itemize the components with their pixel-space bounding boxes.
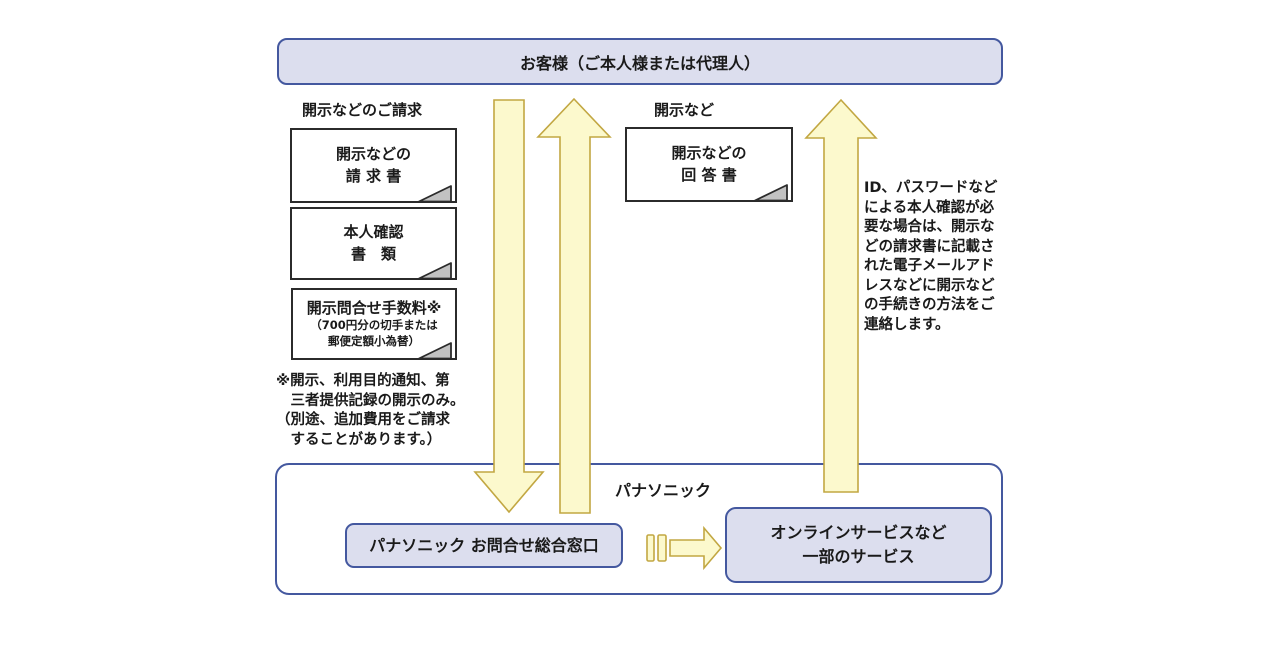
- down-arrow: [473, 99, 545, 514]
- fee-document-title: 開示問合せ手数料※: [306, 298, 442, 317]
- up-arrow-left: [536, 97, 612, 514]
- online-services-box: オンラインサービスなど 一部のサービス: [725, 507, 992, 583]
- fee-footnote: ※開示、利用目的通知、第 三者提供記録の開示のみ。 （別途、追加費用をご請求 す…: [276, 373, 465, 448]
- request-form-document: 開示などの 請 求 書: [290, 128, 457, 203]
- fee-document-subtitle: （700円分の切手または 郵便定額小為替）: [310, 317, 438, 348]
- answer-document-box: 開示などの 回 答 書: [625, 127, 793, 202]
- contact-center-box: パナソニック お問合せ総合窓口: [345, 523, 623, 568]
- identity-documents-box: 本人確認 書 類: [290, 207, 457, 280]
- answer-document-label: 開示などの 回 答 書: [671, 143, 747, 184]
- fee-document-box: 開示問合せ手数料※ （700円分の切手または 郵便定額小為替）: [291, 288, 457, 360]
- request-label: 開示などのご請求: [302, 101, 423, 119]
- folded-corner-icon: [418, 262, 452, 280]
- folded-corner-icon: [754, 184, 788, 202]
- id-password-note: ID、パスワードなど による本人確認が必 要な場合は、開示な どの請求書に記載さ…: [864, 180, 998, 333]
- folded-corner-icon: [418, 342, 452, 360]
- panasonic-label: パナソニック: [615, 481, 712, 500]
- request-form-document-label: 開示などの 請 求 書: [335, 144, 411, 185]
- contact-center-label: パナソニック お問合せ総合窓口: [369, 535, 599, 555]
- customer-box: お客様（ご本人様または代理人）: [277, 38, 1003, 85]
- response-label: 開示など: [654, 101, 715, 119]
- folded-corner-icon: [418, 185, 452, 203]
- customer-box-label: お客様（ご本人様または代理人）: [519, 53, 760, 73]
- online-services-label: オンラインサービスなど 一部のサービス: [770, 523, 947, 566]
- identity-documents-label: 本人確認 書 類: [343, 222, 404, 263]
